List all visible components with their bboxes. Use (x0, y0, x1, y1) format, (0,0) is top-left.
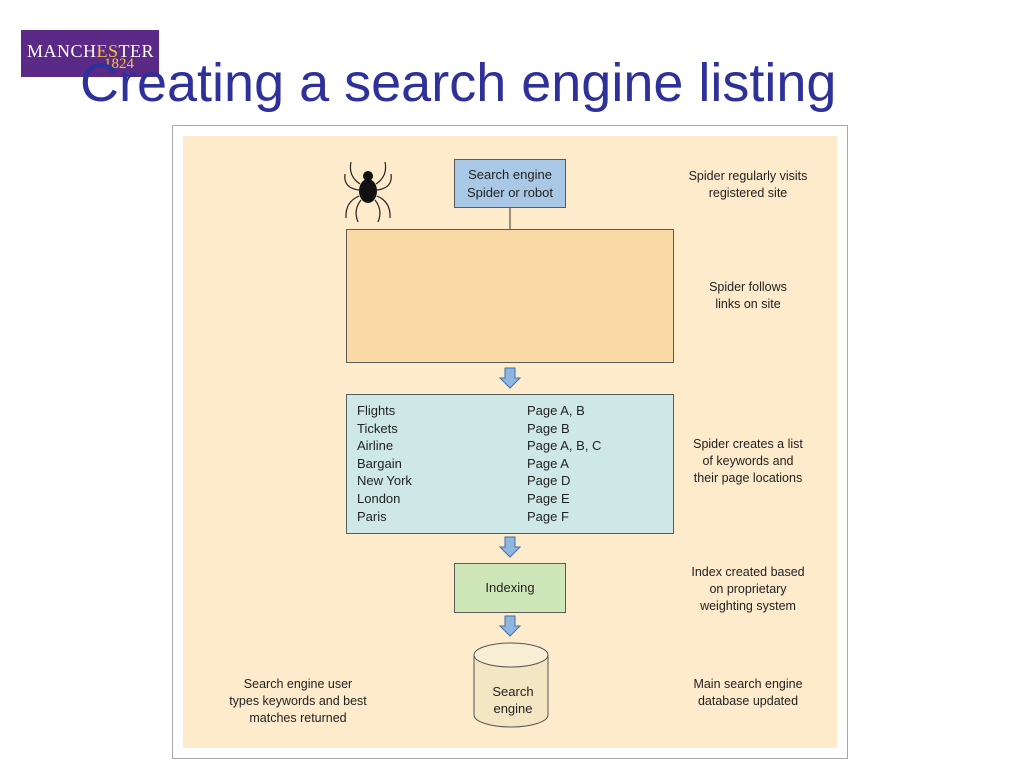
spider-robot-box: Search engine Spider or robot (454, 159, 566, 208)
keyword-word: Paris (357, 508, 387, 524)
indexing-box: Indexing (454, 563, 566, 613)
keyword-word: New York (357, 473, 412, 489)
database-cylinder-icon (473, 642, 549, 728)
database-label: Search engine (492, 684, 534, 716)
note-index-created: Index created based on proprietary weigh… (691, 565, 805, 613)
keyword-pages: Page D (527, 473, 571, 489)
keyword-column: Flights Tickets Airline Bargain New York… (357, 402, 412, 525)
keyword-pages: Page A, B, C (527, 438, 602, 454)
keyword-word: London (357, 490, 401, 506)
keyword-list-box: Flights Tickets Airline Bargain New York… (346, 394, 674, 534)
keyword-pages: Page A, B (527, 403, 585, 418)
arrow-down-icon (498, 536, 522, 558)
spider-icon (344, 161, 392, 223)
keyword-word: Bargain (357, 455, 402, 471)
logo-year: 1824 (104, 56, 134, 72)
note-database-updated: Main search engine database updated (693, 677, 803, 708)
keyword-word: Flights (357, 403, 396, 418)
logo-wordmark: MANCHESTER (27, 41, 155, 61)
flow-arrows (498, 367, 522, 637)
university-logo: MANCHESTER 1824 (21, 30, 159, 77)
note-spider-list: Spider creates a list of keywords and th… (693, 437, 803, 485)
keyword-pages: Page A (527, 455, 569, 471)
figure-frame: Search engine Spider or robot Flights Ti… (172, 125, 848, 759)
slide-title: Creating a search engine listing (80, 53, 837, 113)
arrow-down-icon (498, 367, 522, 389)
diagram-panel: Search engine Spider or robot Flights Ti… (183, 136, 837, 748)
note-spider-visits: Spider regularly visits registered site (688, 169, 808, 200)
keyword-pages: Page F (527, 508, 569, 524)
note-user-search: Search engine user types keywords and be… (229, 677, 367, 725)
page-location-column: Page A, B Page B Page A, B, C Page A Pag… (527, 402, 601, 525)
website-box (346, 229, 674, 363)
arrow-down-icon (498, 615, 522, 637)
keyword-pages: Page B (527, 420, 570, 436)
keyword-pages: Page E (527, 490, 570, 506)
keyword-word: Airline (357, 438, 394, 454)
note-spider-follows: Spider follows links on site (709, 280, 787, 311)
keyword-word: Tickets (357, 420, 398, 436)
